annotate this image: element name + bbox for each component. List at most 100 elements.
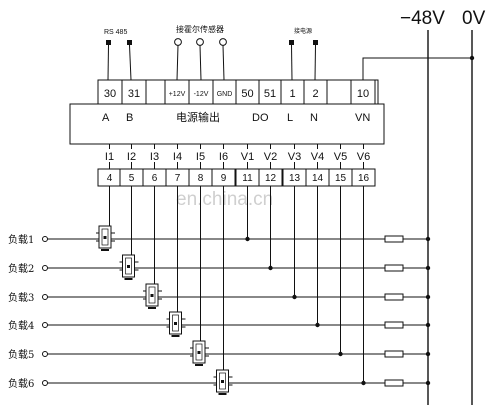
bottom-terminal-number: 13 (289, 173, 301, 184)
bottom-channel-label: I3 (150, 151, 159, 163)
fuse (384, 321, 404, 329)
fuse (384, 235, 404, 243)
bus-label-0v: 0V (462, 8, 486, 29)
hall-sensor-icon (143, 283, 162, 309)
bottom-terminal-number: 6 (152, 173, 158, 184)
bus-junction (425, 322, 431, 328)
rs485-a-marker (106, 40, 111, 45)
bus-junction (425, 265, 431, 271)
hall-sensor-icon (119, 254, 139, 280)
bottom-channel-label: I6 (219, 151, 228, 163)
bus-junction (425, 351, 431, 357)
load-terminal-circle (42, 265, 48, 271)
top-terminal-cell (350, 79, 376, 105)
voltage-tap-junction (292, 294, 297, 300)
hall-sensor-icon (166, 311, 186, 337)
bottom-terminal-number: 14 (312, 173, 324, 184)
vn-to-0v-wire (362, 57, 472, 80)
bottom-channel-label: V1 (241, 151, 254, 163)
marker-lead (129, 44, 132, 81)
voltage-tap-junction (361, 380, 366, 386)
voltage-tap-junction (315, 322, 320, 328)
bottom-channel-label: I5 (196, 151, 205, 163)
bottom-terminal-number: 16 (358, 173, 370, 184)
fuse (384, 350, 404, 358)
top-leads (107, 44, 316, 81)
hall-gnd-marker (219, 38, 227, 46)
top-terminal-cell (121, 79, 147, 105)
top-terminal-number: +12V (169, 91, 186, 98)
bus-junction (425, 380, 431, 386)
module-label-do: DO (252, 112, 269, 124)
rs485-label: RS 485 (104, 29, 127, 36)
fuse (384, 293, 404, 301)
hall-plus-marker (174, 38, 182, 46)
load-label: 负载3 (8, 291, 34, 304)
module-label-vn: VN (355, 112, 370, 124)
load-terminal-circle (42, 322, 48, 328)
top-terminal-number: GND (217, 91, 233, 98)
load-terminal-circle (42, 236, 48, 242)
bottom-terminal-number: 4 (107, 173, 113, 184)
bottom-channel-label: I4 (173, 151, 182, 163)
top-terminal-number: 2 (312, 88, 318, 100)
top-terminal-number: 1 (289, 88, 295, 100)
bottom-terminal-number: 5 (129, 173, 135, 184)
bottom-channel-label: I2 (127, 151, 136, 163)
marker-lead (176, 45, 179, 81)
load-label: 负载5 (8, 348, 34, 361)
marker-lead (199, 45, 202, 81)
bottom-channel-label: I1 (105, 151, 114, 163)
bus-junction (425, 294, 431, 300)
bus-junction (425, 236, 431, 242)
top-terminal-cell (164, 79, 190, 105)
bottom-channel-label: V3 (288, 151, 301, 163)
hall-sensor-icon (213, 369, 233, 395)
load-terminal-circle (42, 294, 48, 300)
bus-label-neg48: −48V (400, 8, 445, 29)
bottom-channel-label: V4 (311, 151, 324, 163)
bottom-terminal-number: 8 (198, 173, 204, 184)
module-label-power-output: 电源输出 (176, 110, 220, 124)
voltage-tap-junction (338, 351, 343, 357)
power-connect-label: 接电源 (294, 27, 312, 35)
hall-sensor-label: 接霍尔传感器 (176, 24, 224, 34)
voltage-tap-junction (245, 236, 250, 242)
watermark-text: en.china.cn (176, 189, 273, 210)
module-label-b: B (126, 112, 133, 124)
module-body (69, 103, 385, 145)
top-terminal-number: 51 (264, 88, 276, 100)
load-label: 负载4 (8, 319, 34, 332)
bottom-terminal-number: 7 (175, 173, 181, 184)
fuse (384, 379, 404, 387)
module-label-l: L (287, 112, 293, 124)
power-l-marker (289, 40, 294, 45)
load-terminal-circle (42, 380, 48, 386)
module-label-n: N (310, 112, 318, 124)
marker-lead (107, 44, 109, 81)
power-n-marker (313, 40, 318, 45)
marker-lead (291, 44, 293, 81)
module-label-a: A (102, 112, 110, 124)
marker-lead (222, 45, 225, 81)
top-terminal-number: 31 (128, 88, 140, 100)
bottom-terminal-number: 15 (335, 173, 347, 184)
voltage-tap-junction (268, 265, 273, 271)
top-terminal-number: 50 (241, 88, 253, 100)
top-terminal-number: 10 (357, 88, 369, 100)
top-terminal-number: 30 (104, 88, 116, 100)
hall-sensor-icon (190, 340, 209, 366)
hall-sensor-icon (96, 225, 115, 251)
bottom-channel-label: V5 (334, 151, 347, 163)
bottom-channel-label: V2 (264, 151, 277, 163)
rs485-b-marker (127, 40, 132, 45)
bottom-terminal-number: 12 (265, 173, 277, 184)
load-label: 负载2 (8, 262, 34, 275)
load-label: 负载6 (8, 377, 34, 390)
hall-minus-marker (196, 38, 204, 46)
